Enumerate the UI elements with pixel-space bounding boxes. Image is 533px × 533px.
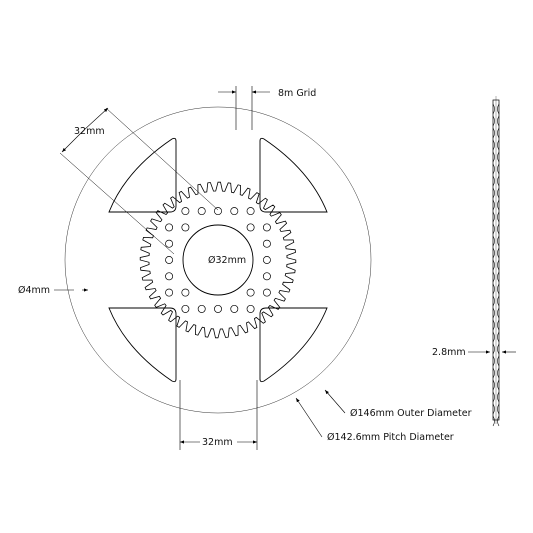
side-tooth — [492, 379, 500, 391]
grid-hole — [246, 304, 255, 313]
hole-grid — [165, 207, 271, 313]
side-tooth — [492, 415, 500, 427]
center-bore — [182, 224, 254, 296]
grid-dimension: 8m Grid — [218, 86, 316, 130]
grid-hole — [197, 304, 206, 313]
thickness-dimension: 2.8mm — [432, 347, 516, 358]
side-tooth — [492, 307, 500, 319]
bottom-dimension: 32mm — [179, 380, 258, 450]
grid-hole — [246, 288, 255, 297]
center-bore-label: Ø32mm — [208, 255, 246, 266]
side-tooth — [492, 247, 500, 259]
side-tooth — [492, 259, 500, 271]
bottom-dim-label: 32mm — [202, 437, 233, 448]
grid-hole — [181, 223, 190, 232]
grid-hole — [246, 223, 255, 232]
side-tooth — [492, 163, 500, 175]
grid-hole — [262, 239, 271, 248]
outer-diameter-callout: Ø146mm Outer Diameter — [324, 389, 472, 419]
sprocket-front-view — [64, 106, 372, 414]
side-tooth — [492, 331, 500, 343]
side-tooth — [492, 199, 500, 211]
grid-hole — [262, 272, 271, 281]
side-tooth — [492, 127, 500, 139]
side-tooth — [492, 271, 500, 283]
side-tooth — [492, 115, 500, 127]
side-tooth — [492, 103, 500, 115]
side-tooth — [492, 295, 500, 307]
side-tooth — [492, 211, 500, 223]
grid-hole — [230, 207, 239, 216]
side-tooth — [492, 319, 500, 331]
side-tooth — [492, 403, 500, 415]
diagonal-dimension: 32mm — [59, 107, 219, 255]
grid-label: 8m Grid — [278, 88, 316, 99]
grid-hole — [262, 288, 271, 297]
grid-hole — [230, 304, 239, 313]
outer-diameter-label: Ø146mm Outer Diameter — [350, 408, 472, 419]
side-tooth — [492, 175, 500, 187]
hole-diameter-dimension: Ø4mm — [18, 285, 88, 296]
sprocket-side-view — [492, 96, 500, 427]
side-tooth — [492, 355, 500, 367]
grid-hole — [262, 256, 271, 264]
grid-hole — [181, 304, 190, 313]
cutout-top-left — [108, 137, 177, 213]
grid-hole — [165, 272, 174, 281]
side-tooth — [492, 223, 500, 235]
grid-hole — [214, 304, 222, 313]
side-tooth — [492, 367, 500, 379]
grid-hole — [165, 223, 174, 232]
side-tooth — [492, 343, 500, 355]
grid-hole — [181, 207, 190, 216]
hole-diameter-label: Ø4mm — [18, 285, 50, 296]
grid-hole — [246, 207, 255, 216]
side-tooth — [492, 139, 500, 151]
grid-hole — [214, 207, 222, 216]
grid-hole — [197, 207, 206, 216]
side-tooth — [492, 283, 500, 295]
grid-hole — [165, 288, 174, 297]
grid-hole — [262, 223, 271, 232]
diagonal-dim-label: 32mm — [74, 126, 105, 137]
cutout-top-right — [259, 137, 328, 213]
side-tooth — [492, 151, 500, 163]
grid-hole — [165, 239, 174, 248]
sprocket-outline — [139, 181, 297, 339]
grid-hole — [165, 256, 174, 264]
pitch-circle — [64, 106, 372, 414]
pitch-diameter-label: Ø142.6mm Pitch Diameter — [327, 432, 454, 443]
side-tooth — [492, 187, 500, 199]
thickness-label: 2.8mm — [432, 347, 466, 358]
grid-hole — [181, 288, 190, 297]
cutout-bottom-right — [259, 307, 328, 383]
cutout-bottom-left — [108, 307, 177, 383]
side-tooth — [492, 391, 500, 403]
side-tooth — [492, 235, 500, 247]
pitch-diameter-callout: Ø142.6mm Pitch Diameter — [295, 397, 454, 443]
